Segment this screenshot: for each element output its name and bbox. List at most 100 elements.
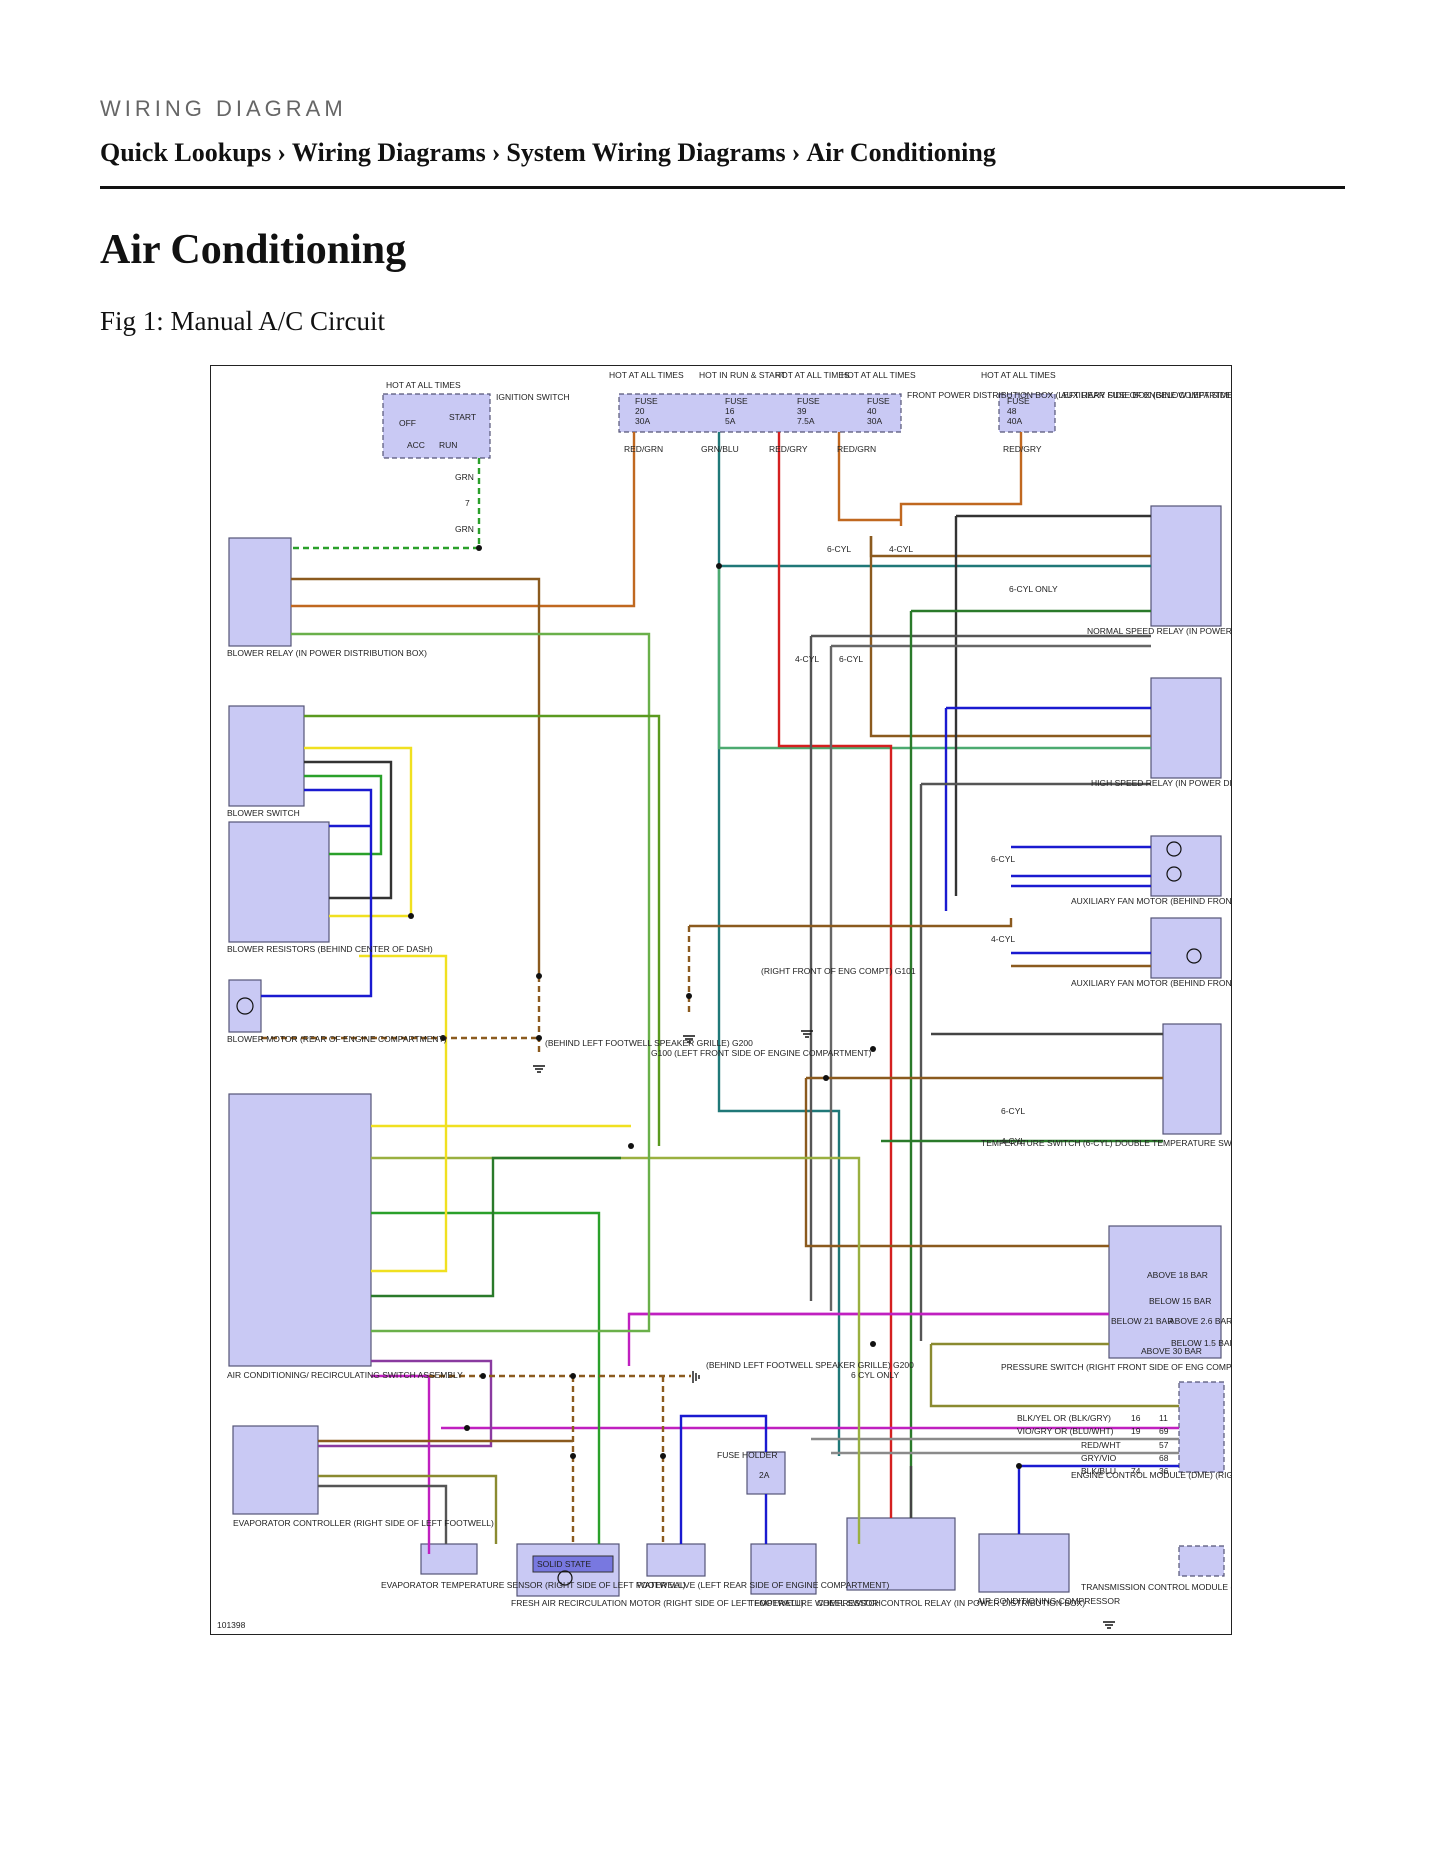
- fuse39-label: FUSE: [797, 396, 820, 406]
- wire-red-grn-blower-relay: [291, 432, 636, 608]
- ecm-pin4-1: 16: [1131, 1413, 1141, 1423]
- wires: [261, 432, 1179, 1554]
- normal-speed-relay-box: [1150, 505, 1222, 627]
- evaporator-controller-box: [232, 1425, 319, 1515]
- fpdb-label: FRONT POWER DISTRIBUTION BOX (LEFT REAR …: [907, 390, 1231, 400]
- wire-blk-gry-high: [919, 782, 1151, 1341]
- ignition-pos-run: RUN: [439, 440, 457, 450]
- ground-g101-icon: [801, 1030, 813, 1038]
- wire-grn-blu-fuse16: [717, 432, 841, 1456]
- fuse-holder-label: FUSE HOLDER: [717, 1450, 777, 1460]
- splice-point: [440, 1035, 446, 1041]
- figure-id: 101398: [217, 1620, 246, 1630]
- note-below-21: BELOW 21 BAR: [1111, 1316, 1173, 1326]
- wire-vio-pressure: [627, 1312, 1109, 1366]
- ignition-switch-box: [382, 393, 491, 459]
- note-6cyl-c: 6-CYL: [991, 854, 1015, 864]
- auxiliary-fuse-box: [998, 393, 1056, 433]
- ac-compressor-box: [978, 1533, 1070, 1593]
- temperature-switch-box: [1162, 1023, 1222, 1135]
- component-boxes: [228, 393, 1225, 1597]
- breadcrumb-system-wiring-diagrams[interactable]: System Wiring Diagrams: [506, 138, 786, 167]
- aux-box-label: AUXILIARY FUSE BOX (BELOW LEFT SIDE OF D…: [1061, 390, 1231, 400]
- solid-state-label: SOLID STATE: [537, 1559, 591, 1569]
- aux-fan-motor-icon: [1166, 866, 1182, 882]
- figure-caption: Fig 1: Manual A/C Circuit: [100, 306, 386, 336]
- ecm-pin4-2: 19: [1131, 1426, 1141, 1436]
- wire-grn-blu-to-high-relay: [717, 566, 1151, 750]
- wire-blu-fuse-holder: [679, 1414, 768, 1544]
- blower-switch-label: BLOWER SWITCH: [227, 808, 300, 818]
- blower-motor-icon: [236, 997, 254, 1015]
- fuse40-label: FUSE: [867, 396, 890, 406]
- ground-g200b-label: (BEHIND LEFT FOOTWELL SPEAKER GRILLE) G2…: [706, 1360, 914, 1370]
- wire-blu-blower-switch: [261, 788, 373, 998]
- blower-motor-label: BLOWER MOTOR (REAR OF ENGINE COMPARTMENT…: [227, 1034, 447, 1044]
- note-4cyl-c: 4-CYL: [991, 934, 1015, 944]
- wire-red-gry-fuse48: [899, 432, 1023, 526]
- ignition-pos-off: OFF: [399, 418, 416, 428]
- note-above-30: ABOVE 30 BAR: [1141, 1346, 1202, 1356]
- water-valve-label: WATER VALVE (LEFT REAR SIDE OF ENGINE CO…: [637, 1580, 890, 1590]
- ecm-pin6-3: 57: [1159, 1440, 1169, 1450]
- fuse39-hot-label: HOT AT ALL TIMES: [775, 370, 850, 380]
- splice-point: [464, 1425, 470, 1431]
- splice-point: [870, 1046, 876, 1052]
- splice-point: [536, 973, 542, 979]
- wire-6cyl-grn-red-normal: [869, 536, 1151, 558]
- normal-relay-label: NORMAL SPEED RELAY (IN POWER DISTRIBUTIO…: [1087, 626, 1231, 636]
- ignition-pos-start: START: [449, 412, 476, 422]
- ignition-pos-acc: ACC: [407, 440, 425, 450]
- wire-brn-pressure: [804, 1078, 1109, 1248]
- front-power-distribution-box: [618, 393, 902, 433]
- ecm-wire-3: RED/WHT: [1081, 1440, 1121, 1450]
- wire-blk-gry-4cyl: [829, 644, 1151, 1311]
- wire-brn-g100: [689, 918, 1013, 928]
- wire-blk-gry-normal: [809, 634, 1151, 1301]
- wire-grn-brn-ac-3: [371, 1146, 651, 1333]
- note-4cyl-d: 4-CYL: [1001, 1136, 1025, 1146]
- fuse20-wire: RED/GRN: [624, 444, 663, 454]
- wire-grn-ignition: [291, 458, 481, 550]
- breadcrumb-quick-lookups[interactable]: Quick Lookups: [100, 138, 272, 167]
- blower-switch-box: [228, 705, 305, 807]
- pressure-switch-label: PRESSURE SWITCH (RIGHT FRONT SIDE OF ENG…: [1001, 1362, 1231, 1372]
- breadcrumb-wiring-diagrams[interactable]: Wiring Diagrams: [291, 138, 486, 167]
- splice-point: [408, 913, 414, 919]
- wire-grn-blower-switch: [304, 774, 383, 856]
- ecm-wire-5: BLK/BLU: [1081, 1466, 1116, 1476]
- ground-g100-label: G100 (LEFT FRONT SIDE OF ENGINE COMPARTM…: [651, 1048, 872, 1058]
- breadcrumb-separator: ›: [791, 138, 801, 167]
- ignition-switch-label: IGNITION SWITCH: [496, 392, 570, 402]
- fuse20-amp: 30A: [635, 416, 650, 426]
- ground-g101-label: (RIGHT FRONT OF ENG COMPT) G101: [761, 966, 916, 976]
- ecm-pin6-5: 36: [1159, 1466, 1169, 1476]
- note-6cyl-only-b: 6 CYL ONLY: [851, 1370, 900, 1380]
- splice-point: [536, 1035, 542, 1041]
- fuse20-num: 20: [635, 406, 645, 416]
- ecm-pin4-5: 74: [1131, 1466, 1141, 1476]
- breadcrumb-air-conditioning[interactable]: Air Conditioning: [806, 138, 996, 167]
- aux-fan-motor-icon: [1166, 841, 1182, 857]
- ground-symbols: [533, 1030, 1115, 1629]
- splice-point: [476, 545, 482, 551]
- fuse20-label: FUSE: [635, 396, 658, 406]
- breadcrumb-separator: ›: [277, 138, 286, 167]
- fuse39-wire: RED/GRY: [769, 444, 808, 454]
- ignition-hot-label: HOT AT ALL TIMES: [386, 380, 461, 390]
- tcm-label: TRANSMISSION CONTROL MODULE (EGS) (RIGHT…: [1081, 1582, 1231, 1592]
- fuse48-label: FUSE: [1007, 396, 1030, 406]
- wire-red-grn-fuse40: [837, 432, 901, 522]
- ecm-pin6-2: 69: [1159, 1426, 1169, 1436]
- note-4cyl-a: 4-CYL: [889, 544, 913, 554]
- wire-grn-brn-blower-switch: [304, 714, 661, 1146]
- wire-grn-brn-relay-out: [291, 632, 651, 1146]
- ac-switch-label: AIR CONDITIONING/ RECIRCULATING SWITCH A…: [227, 1370, 463, 1380]
- high-relay-label: HIGH SPEED RELAY (IN POWER DISTRIBUTION …: [1091, 778, 1231, 788]
- fuse48-wire: RED/GRY: [1003, 444, 1042, 454]
- ac-comp-label: AIR CONDITIONING COMPRESSOR: [977, 1596, 1120, 1606]
- splice-point: [716, 563, 722, 569]
- comp-relay-label: COMPRESSOR CONTROL RELAY (IN POWER DISTR…: [817, 1598, 1085, 1608]
- fuse40-hot-label: HOT AT ALL TIMES: [841, 370, 916, 380]
- note-above-18: ABOVE 18 BAR: [1147, 1270, 1208, 1280]
